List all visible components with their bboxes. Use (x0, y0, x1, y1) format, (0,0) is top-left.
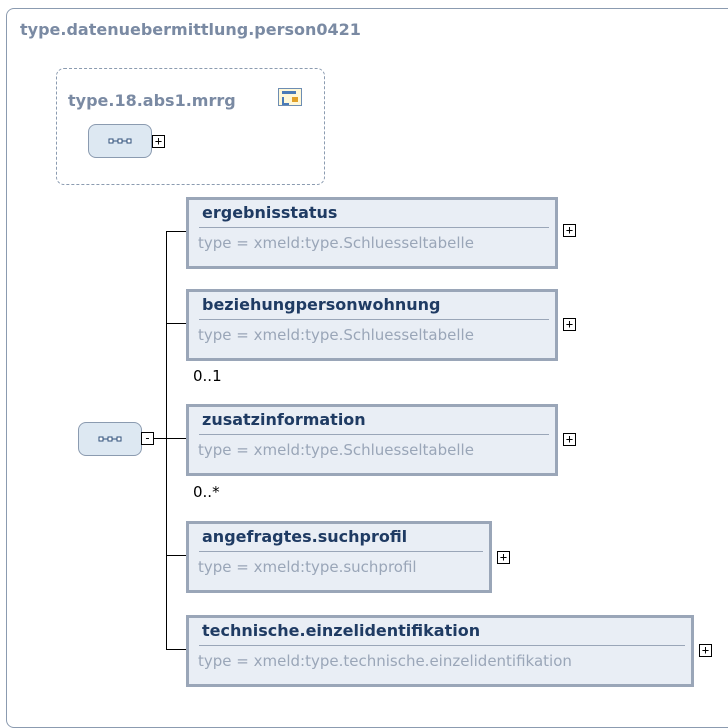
element-box[interactable]: ergebnisstatus type = xmeld:type.Schlues… (186, 197, 558, 269)
element-box[interactable]: angefragtes.suchprofil type = xmeld:type… (186, 521, 492, 593)
branch-line (166, 649, 188, 650)
element-divider (199, 227, 549, 228)
branch-line (166, 555, 188, 556)
element-name: angefragtes.suchprofil (202, 527, 408, 546)
element-divider (199, 434, 549, 435)
element-expand-toggle[interactable]: + (563, 224, 576, 237)
element-type: type = xmeld:type.suchprofil (198, 558, 417, 576)
element-type: type = xmeld:type.Schluesseltabelle (198, 326, 474, 344)
group-expand-toggle[interactable]: + (152, 135, 165, 148)
element-box[interactable]: zusatzinformation type = xmeld:type.Schl… (186, 404, 558, 476)
sequence-compositor-icon (78, 422, 142, 456)
element-divider (199, 645, 685, 646)
element-type: type = xmeld:type.Schluesseltabelle (198, 234, 474, 252)
element-expand-toggle[interactable]: + (497, 551, 510, 564)
occurrence-label: 0..* (193, 483, 220, 501)
branch-line (166, 323, 188, 324)
element-name: beziehungpersonwohnung (202, 295, 441, 314)
sequence-trunk-line (166, 231, 167, 649)
element-expand-toggle[interactable]: + (563, 318, 576, 331)
sequence-collapse-toggle[interactable]: - (141, 432, 154, 445)
element-name: zusatzinformation (202, 410, 366, 429)
element-type: type = xmeld:type.technische.einzelident… (198, 652, 572, 670)
element-expand-toggle[interactable]: + (699, 644, 712, 657)
element-name: technische.einzelidentifikation (202, 621, 481, 640)
complex-type-title: type.datenuebermittlung.person0421 (20, 20, 361, 39)
model-group-box (56, 68, 325, 185)
element-box[interactable]: technische.einzelidentifikation type = x… (186, 615, 694, 687)
element-type: type = xmeld:type.Schluesseltabelle (198, 441, 474, 459)
type-definition-icon (278, 88, 302, 106)
element-divider (199, 319, 549, 320)
connector-line (154, 438, 166, 439)
element-name: ergebnisstatus (202, 203, 338, 222)
element-box[interactable]: beziehungpersonwohnung type = xmeld:type… (186, 289, 558, 361)
element-expand-toggle[interactable]: + (563, 433, 576, 446)
occurrence-label: 0..1 (193, 367, 222, 385)
group-sequence-icon (88, 124, 152, 158)
branch-line (166, 231, 188, 232)
branch-line (166, 438, 188, 439)
model-group-title: type.18.abs1.mrrg (68, 91, 236, 110)
element-divider (199, 551, 483, 552)
